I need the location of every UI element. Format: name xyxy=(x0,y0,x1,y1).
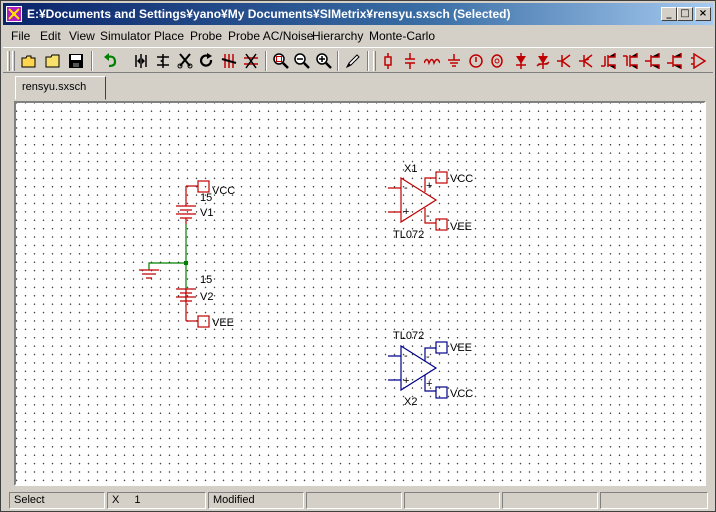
window-title: E:¥Documents and Settings¥yano¥My Docume… xyxy=(27,7,511,21)
x1-vcc-pin-plus: + xyxy=(426,180,432,192)
toolbar-separator xyxy=(367,51,369,71)
x2-plus-symbol: + xyxy=(403,375,409,387)
wire-icon[interactable] xyxy=(241,51,261,71)
ground-icon[interactable] xyxy=(444,51,464,71)
rotate-flip-icon[interactable] xyxy=(153,51,173,71)
pmos-icon[interactable] xyxy=(621,51,641,71)
npn-icon[interactable] xyxy=(555,51,575,71)
x2-vcc-pin-plus: + xyxy=(426,378,432,390)
tab-rensyu[interactable]: rensyu.sxsch xyxy=(15,76,106,100)
njfet-icon[interactable] xyxy=(643,51,663,71)
x1-vee-pin-minus: - xyxy=(426,210,430,222)
open-icon[interactable] xyxy=(19,51,39,71)
status-panel xyxy=(600,492,708,509)
menu-edit[interactable]: Edit xyxy=(40,29,61,43)
toolbar-grip[interactable] xyxy=(7,51,10,71)
menu-hierarchy[interactable]: Hierarchy xyxy=(312,29,364,43)
x2-vee-pin-minus: - xyxy=(426,351,430,363)
v1-value: 15 xyxy=(200,192,212,204)
voltage-source-v2[interactable] xyxy=(176,288,210,328)
capacitor-icon[interactable] xyxy=(400,51,420,71)
opamp-icon[interactable] xyxy=(689,51,709,71)
toolbar-grip[interactable] xyxy=(373,51,376,71)
menu-simulator[interactable]: Simulator xyxy=(100,29,151,43)
v2-value: 15 xyxy=(200,274,212,286)
inductor-icon[interactable] xyxy=(422,51,442,71)
menu-probe-ac-noise[interactable]: Probe AC/Noise xyxy=(228,29,314,43)
zoom-in-icon[interactable] xyxy=(314,51,334,71)
x1-minus-symbol: - xyxy=(404,182,408,194)
title-bar[interactable]: E:¥Documents and Settings¥yano¥My Docume… xyxy=(3,3,713,25)
x2-vcc-label: VCC xyxy=(450,388,473,400)
toolbar-separator xyxy=(265,51,267,71)
nmos-icon[interactable] xyxy=(599,51,619,71)
maximize-button[interactable]: □ xyxy=(677,7,693,21)
simetrix-app-icon[interactable] xyxy=(6,6,22,22)
x1-plus-symbol: + xyxy=(403,206,409,218)
toolbar-separator xyxy=(337,51,339,71)
voltage-source-v1[interactable] xyxy=(176,180,210,224)
toolbar-separator xyxy=(91,51,93,71)
ground-symbol[interactable] xyxy=(139,262,186,279)
toolbar xyxy=(3,47,713,73)
status-panel xyxy=(306,492,402,509)
wire[interactable] xyxy=(184,224,188,301)
zoom-fit-icon[interactable] xyxy=(271,51,291,71)
voltage-source-icon[interactable] xyxy=(466,51,486,71)
x2-minus-symbol: - xyxy=(404,350,408,362)
pencil-icon[interactable] xyxy=(343,51,363,71)
minimize-button[interactable]: _ xyxy=(661,7,677,21)
menu-place[interactable]: Place xyxy=(154,29,185,43)
close-button[interactable]: × xyxy=(695,7,711,21)
cut-icon[interactable] xyxy=(175,51,195,71)
status-bar: Select X 1 Modified xyxy=(3,491,713,511)
folder-icon[interactable] xyxy=(43,51,63,71)
menu-monte-carlo[interactable]: Monte-Carlo xyxy=(369,29,436,43)
schematic-canvas[interactable]: VCC 15 V1 15 V2 VEE - + + - xyxy=(14,101,706,486)
save-icon[interactable] xyxy=(66,51,86,71)
status-mode: Select xyxy=(9,492,105,509)
x2-model: TL072 xyxy=(393,330,424,342)
status-x-value: 1 xyxy=(134,494,141,506)
mirror-icon[interactable] xyxy=(131,51,151,71)
pnp-icon[interactable] xyxy=(577,51,597,71)
resistor-icon[interactable] xyxy=(378,51,398,71)
status-panel xyxy=(502,492,598,509)
pjfet-icon[interactable] xyxy=(665,51,685,71)
status-panel xyxy=(404,492,500,509)
x2-ref: X2 xyxy=(404,396,417,408)
menu-view[interactable]: View xyxy=(69,29,95,43)
opamp-x1[interactable] xyxy=(388,171,448,231)
document-tab-strip: rensyu.sxsch xyxy=(3,74,713,100)
v1-net-label: VCC xyxy=(212,185,235,197)
v2-net-label: VEE xyxy=(212,317,234,329)
wire-delete-icon[interactable] xyxy=(219,51,239,71)
menu-file[interactable]: File xyxy=(11,29,31,43)
zoom-out-icon[interactable] xyxy=(292,51,312,71)
zener-icon[interactable] xyxy=(533,51,553,71)
x1-ref: X1 xyxy=(404,163,417,175)
status-modified: Modified xyxy=(208,492,304,509)
opamp-x2[interactable] xyxy=(388,341,448,399)
x1-vcc-label: VCC xyxy=(450,173,473,185)
x1-vee-label: VEE xyxy=(450,221,472,233)
undo-icon[interactable] xyxy=(101,51,121,71)
redo-icon[interactable] xyxy=(197,51,217,71)
menu-probe[interactable]: Probe xyxy=(190,29,223,43)
current-source-icon[interactable] xyxy=(487,51,507,71)
menu-bar: File Edit View Simulator Place Probe Pro… xyxy=(3,26,713,46)
diode-icon[interactable] xyxy=(511,51,531,71)
v1-ref: V1 xyxy=(200,207,213,219)
x2-vee-label: VEE xyxy=(450,342,472,354)
status-x-label: X xyxy=(112,494,120,506)
x1-model: TL072 xyxy=(393,229,424,241)
v2-ref: V2 xyxy=(200,291,213,303)
toolbar-grip[interactable] xyxy=(12,51,15,71)
status-x-coordinate: X 1 xyxy=(107,492,206,509)
